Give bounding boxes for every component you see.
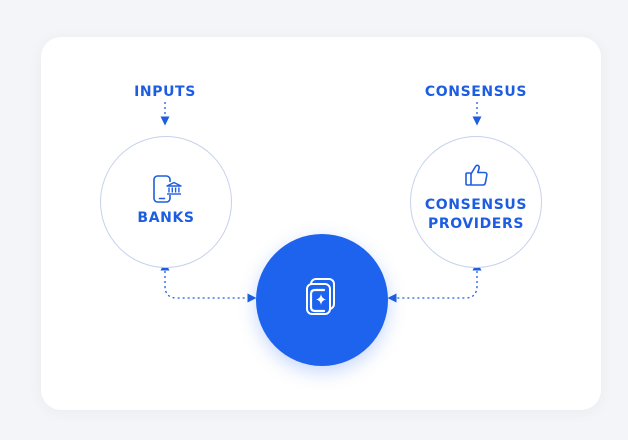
hub-node <box>256 234 388 366</box>
providers-hub-connector <box>387 261 482 303</box>
thumbs-up-icon <box>465 164 488 186</box>
banks-node: BANKS <box>100 136 232 268</box>
banks-label: BANKS <box>137 210 195 226</box>
consensus-providers-line1: CONSENSUS <box>424 197 528 213</box>
mobile-bank-icon <box>153 175 182 203</box>
sparkle-logo-icon <box>306 278 335 315</box>
banks-hub-connector <box>160 261 257 303</box>
consensus-providers-line2: PROVIDERS <box>427 216 525 232</box>
consensus-providers-label: CONSENSUS PROVIDERS <box>411 196 541 234</box>
consensus-heading: CONSENSUS <box>424 84 528 100</box>
consensus-providers-node: CONSENSUS PROVIDERS <box>410 136 542 268</box>
inputs-heading: INPUTS <box>134 84 196 100</box>
